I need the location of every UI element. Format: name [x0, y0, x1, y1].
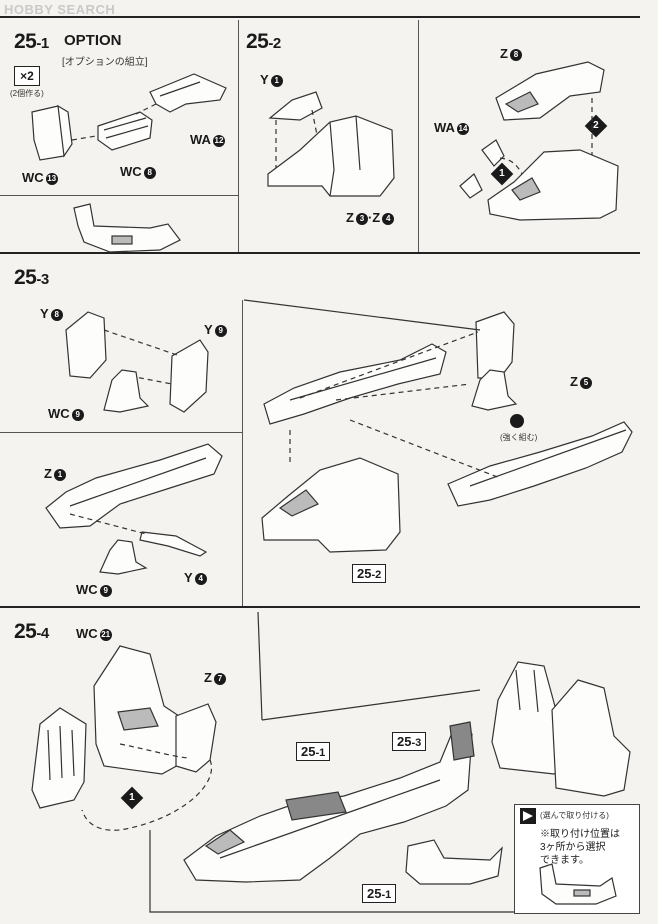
divider-25-1-25-2 [238, 20, 239, 252]
illustration-z7 [175, 703, 217, 773]
step-number-25-4: 25-4 [14, 620, 49, 643]
arrow-wc13-wc8 [71, 135, 97, 141]
quantity-badge: ×2 [14, 66, 40, 86]
choice-arrow-icon [523, 811, 533, 821]
choice-note-line-1: ※取り付け位置は [540, 829, 620, 840]
illustration-z8 [495, 61, 605, 121]
illustration-wc8 [97, 111, 153, 151]
illustration-z1 [45, 443, 223, 529]
step-title-option: OPTION [64, 32, 122, 49]
quantity-note: (2個作る) [10, 89, 44, 98]
ref-box-25-3: 25-3 [392, 732, 427, 751]
illustration-wc9-seat-bottom [99, 539, 148, 575]
illustration-body-25-2 [261, 457, 401, 553]
step-subtitle: [オプションの組立] [62, 57, 148, 68]
step-number-25-2: 25-2 [246, 30, 281, 53]
arrow-cockpit-mid [335, 383, 471, 401]
illustration-wc13 [31, 104, 73, 161]
arrow-25-4-1 [81, 759, 213, 831]
divider-25-1-bottom [0, 195, 238, 196]
choice-label: (選んで取り付ける) [540, 811, 609, 820]
frame-25-4-bottom [149, 830, 514, 913]
illustration-y1 [268, 91, 323, 121]
choice-note-line-3: できます。 [540, 855, 589, 866]
arrow-z1-seat [69, 513, 147, 535]
illustration-cockpit-seat [471, 311, 518, 411]
choice-note-line-2: 3ヶ所から選択 [540, 842, 606, 853]
illustration-wa12 [149, 73, 227, 113]
illustration-z3-z4 [267, 115, 395, 197]
illustration-option-assembled [73, 203, 181, 253]
arrow-25-4-2 [119, 743, 189, 759]
arrow-wa12-wc8 [135, 103, 157, 115]
illustration-boom-z5 [263, 343, 447, 425]
step-number-25-3: 25-3 [14, 266, 49, 289]
illustration-z3-z4-with-cockpit [487, 149, 619, 221]
top-rule [0, 16, 640, 18]
illustration-z5-rail [447, 421, 633, 507]
glue-note: (強く組む) [500, 433, 538, 442]
illustration-option-bottom [405, 839, 503, 885]
illustration-wa14 [459, 139, 505, 199]
illustration-wc21-seat-a [31, 707, 87, 809]
section-rule-2 [0, 606, 640, 608]
illustration-final-assembly [183, 721, 475, 883]
diagonal-divider-25-4 [257, 611, 263, 721]
step-number-25-1: 25-1 [14, 30, 49, 53]
diagonal-divider-25-3 [243, 299, 481, 331]
choice-icon [520, 808, 536, 824]
divider-25-3-left [0, 432, 242, 433]
divider-25-2-split [418, 20, 419, 252]
illustration-y8 [65, 311, 107, 379]
arrow-y8-y9-top [103, 329, 181, 357]
diagonal-divider-25-4-b [261, 689, 481, 721]
glue-icon [510, 414, 524, 428]
section-rule-1 [0, 252, 640, 254]
ref-box-25-2: 25-2 [352, 564, 387, 583]
illustration-wc9-seat-top [103, 369, 150, 413]
divider-25-3-vertical [242, 300, 243, 606]
illustration-wc21-seat-b [93, 645, 183, 775]
illustration-y9 [169, 339, 209, 413]
arrow-cockpit-top [299, 331, 479, 399]
illustration-option-cluster [491, 661, 631, 797]
illustration-y4 [139, 531, 208, 557]
illustration-option-note [539, 863, 617, 905]
ref-box-25-1-bottom: 25-1 [362, 884, 397, 903]
ref-box-25-1-top: 25-1 [296, 742, 331, 761]
choice-note: ※取り付け位置は 3ヶ所から選択 できます。 [540, 828, 620, 867]
arrow-y8-y9-bottom [129, 375, 173, 385]
watermark: HOBBY SEARCH [4, 2, 116, 17]
